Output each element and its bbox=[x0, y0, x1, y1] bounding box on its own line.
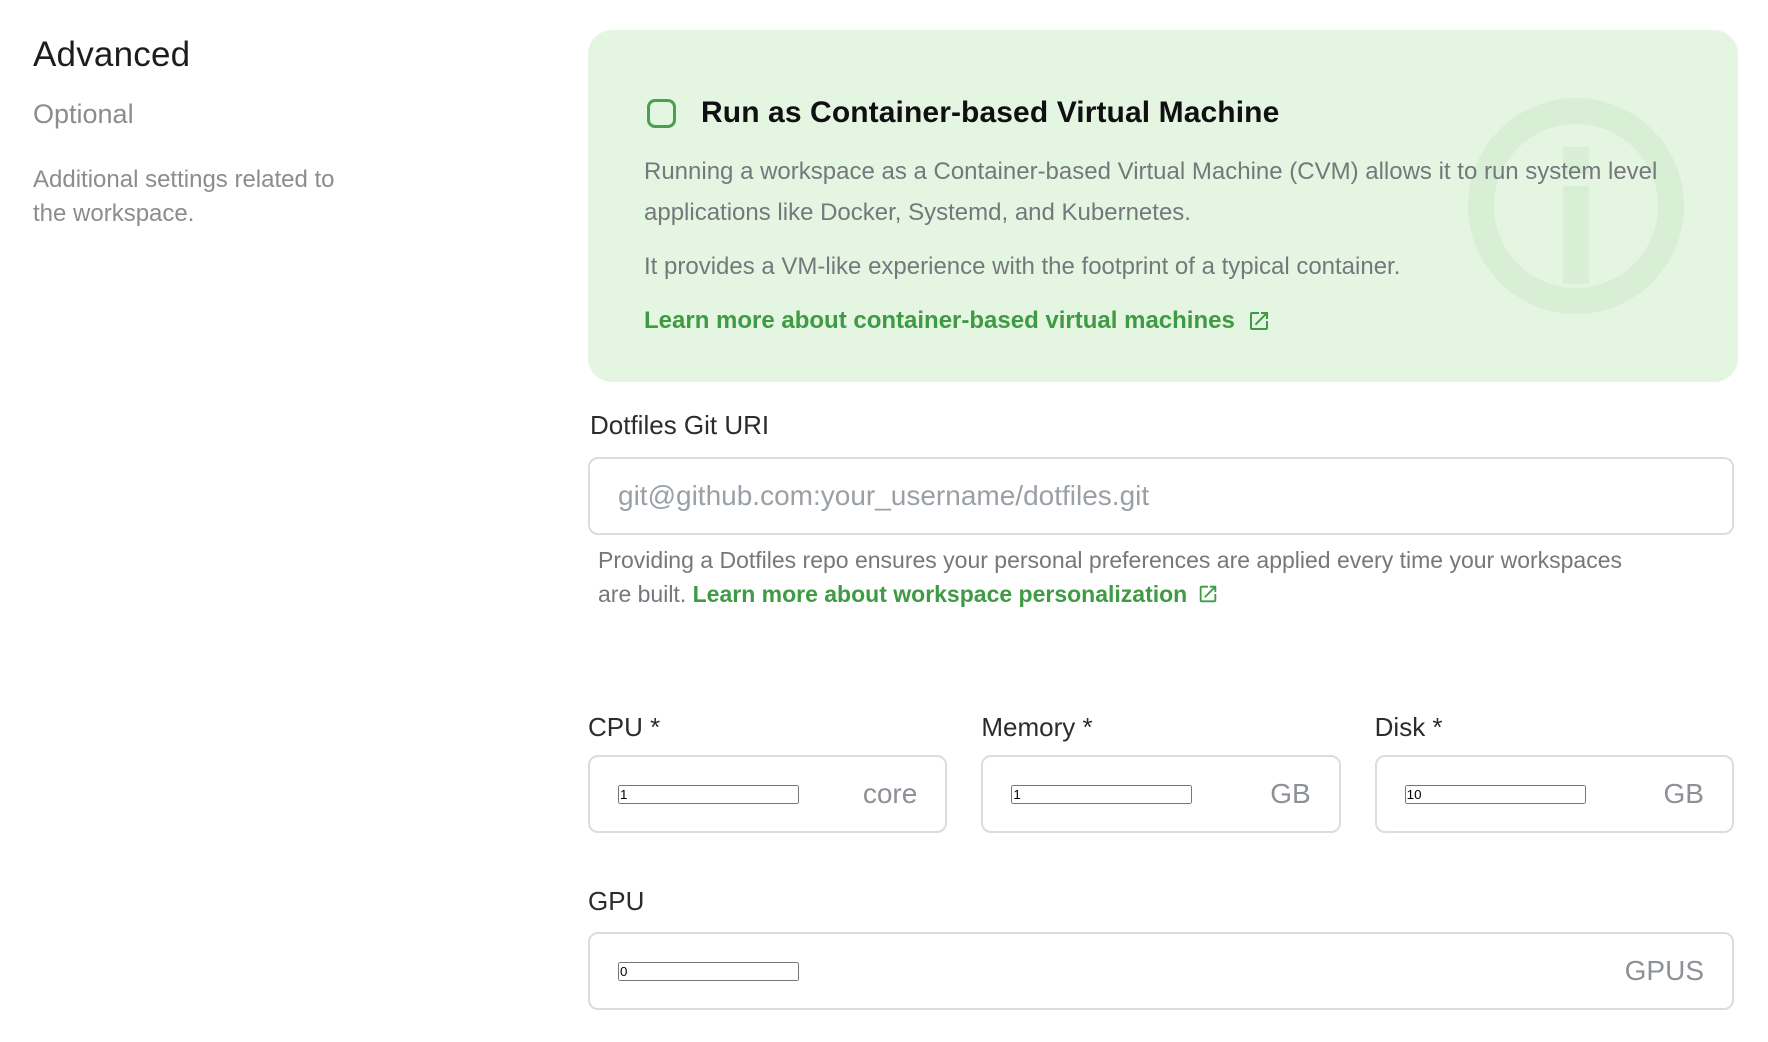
cpu-input[interactable] bbox=[618, 784, 799, 804]
disk-label: Disk * bbox=[1374, 712, 1443, 742]
cpu-field: core bbox=[588, 755, 948, 833]
dotfiles-helper-prefix: Providing a Dotfiles repo ensures your p… bbox=[598, 547, 1623, 607]
gpu-input[interactable] bbox=[618, 961, 799, 981]
dotfiles-uri-label: Dotfiles Git URI bbox=[590, 410, 770, 440]
memory-field: GB bbox=[981, 755, 1341, 833]
cvm-checkbox-label: Run as Container-based Virtual Machine bbox=[701, 96, 1280, 129]
resources-row: CPU * core Memory * GB Disk * GB bbox=[588, 712, 1734, 833]
memory-input[interactable] bbox=[1011, 784, 1193, 804]
cvm-paragraph-2: It provides a VM-like experience with th… bbox=[644, 253, 1401, 280]
dotfiles-uri-field bbox=[588, 457, 1734, 535]
cvm-checkbox[interactable] bbox=[647, 98, 676, 128]
external-link-icon bbox=[1197, 583, 1219, 605]
dotfiles-learn-more-link[interactable]: Learn more about workspace personalizati… bbox=[693, 577, 1220, 611]
disk-field-group: Disk * GB bbox=[1374, 712, 1734, 833]
cvm-learn-more-label: Learn more about container-based virtual… bbox=[644, 307, 1235, 334]
cpu-field-group: CPU * core bbox=[588, 712, 948, 833]
gpu-label: GPU bbox=[588, 886, 645, 916]
disk-unit-suffix: GB bbox=[1663, 778, 1704, 809]
section-intro: Advanced Optional Additional settings re… bbox=[33, 33, 393, 231]
memory-label: Memory * bbox=[981, 712, 1093, 742]
section-description: Additional settings related to the works… bbox=[33, 166, 335, 227]
dotfiles-uri-input[interactable] bbox=[618, 480, 1704, 512]
disk-field: GB bbox=[1374, 755, 1734, 833]
disk-input[interactable] bbox=[1404, 784, 1586, 804]
cvm-checkbox-row: Run as Container-based Virtual Machine bbox=[647, 96, 1279, 130]
section-title: Advanced bbox=[33, 35, 191, 74]
cpu-label: CPU * bbox=[588, 712, 661, 742]
cvm-paragraph-1: Running a workspace as a Container-based… bbox=[644, 158, 1658, 226]
cvm-description: Running a workspace as a Container-based… bbox=[644, 151, 1704, 335]
memory-unit-suffix: GB bbox=[1270, 778, 1311, 809]
section-subtitle: Optional bbox=[33, 99, 134, 129]
cvm-panel: Run as Container-based Virtual Machine R… bbox=[588, 30, 1738, 382]
gpu-unit-suffix: GPUS bbox=[1624, 955, 1704, 986]
dotfiles-learn-more-label: Learn more about workspace personalizati… bbox=[692, 581, 1188, 607]
gpu-field-group: GPU GPUS bbox=[588, 886, 1734, 1010]
cpu-unit-suffix: core bbox=[862, 778, 918, 809]
cvm-learn-more-link[interactable]: Learn more about container-based virtual… bbox=[644, 307, 1271, 335]
gpu-field: GPUS bbox=[588, 932, 1734, 1010]
external-link-icon bbox=[1247, 309, 1271, 333]
dotfiles-helper-text: Providing a Dotfiles repo ensures your p… bbox=[598, 543, 1628, 611]
memory-field-group: Memory * GB bbox=[981, 712, 1341, 833]
